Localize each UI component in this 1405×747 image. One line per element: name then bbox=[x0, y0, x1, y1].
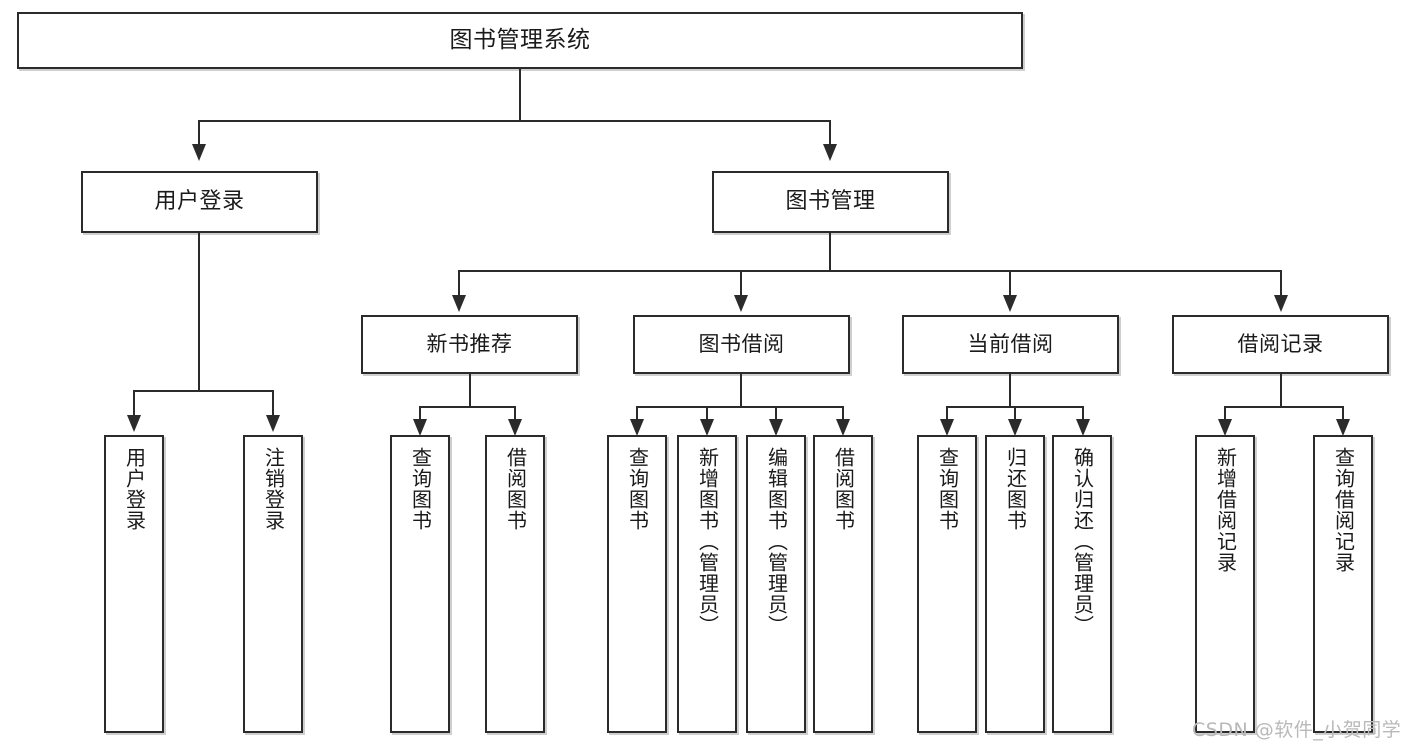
node-leaf-query-book-3-label: 查询图书 bbox=[935, 447, 960, 531]
connector-drop-leaf-logout-login bbox=[272, 390, 274, 417]
connector-drop-add-record bbox=[1224, 406, 1226, 422]
node-book-management-label: 图书管理 bbox=[785, 188, 876, 214]
arrowhead-query-book-1 bbox=[413, 419, 427, 436]
arrowhead-new-book-recommend bbox=[452, 295, 466, 312]
connector-drop-query-book-1 bbox=[419, 406, 421, 422]
arrowhead-query-record bbox=[1336, 419, 1350, 436]
arrowhead-book-management bbox=[823, 144, 837, 161]
arrowhead-query-book-2 bbox=[630, 419, 644, 436]
node-leaf-query-book-3[interactable]: 查询图书 bbox=[917, 435, 977, 733]
node-new-book-recommend[interactable]: 新书推荐 bbox=[361, 315, 578, 374]
node-leaf-query-book-1[interactable]: 查询图书 bbox=[390, 435, 450, 733]
connector-drop-leaf-user-login bbox=[133, 390, 135, 417]
node-leaf-return-book-label: 归还图书 bbox=[1003, 447, 1028, 531]
node-leaf-add-record[interactable]: 新增借阅记录 bbox=[1195, 435, 1255, 733]
node-leaf-borrow-book-2-label: 借阅图书 bbox=[831, 447, 856, 531]
connector-drop-return-book bbox=[1014, 406, 1016, 422]
connector-book-borrow-stem bbox=[740, 374, 742, 407]
arrowhead-add-book bbox=[700, 419, 714, 436]
connector-current-borrow-stem bbox=[1009, 374, 1011, 407]
connector-level2-bus bbox=[199, 120, 831, 122]
connector-root-stem bbox=[519, 69, 521, 121]
node-book-management[interactable]: 图书管理 bbox=[712, 171, 949, 233]
arrowhead-user-login bbox=[192, 144, 206, 161]
node-leaf-confirm-return[interactable]: 确认归还（管理员） bbox=[1052, 435, 1112, 733]
arrowhead-leaf-user-login bbox=[127, 415, 141, 432]
arrowhead-confirm-return bbox=[1076, 419, 1090, 436]
node-leaf-query-record-label: 查询借阅记录 bbox=[1331, 447, 1356, 573]
csdn-watermark: CSDN @软件_小贺同学 bbox=[1192, 719, 1402, 741]
arrowhead-return-book bbox=[1008, 419, 1022, 436]
node-leaf-edit-book[interactable]: 编辑图书（管理员） bbox=[746, 435, 806, 733]
node-leaf-query-book-2-label: 查询图书 bbox=[625, 447, 650, 531]
node-leaf-return-book[interactable]: 归还图书 bbox=[985, 435, 1045, 733]
node-leaf-confirm-return-label: 确认归还（管理员） bbox=[1070, 447, 1095, 636]
node-book-borrow-label: 图书借阅 bbox=[698, 331, 785, 356]
node-leaf-logout-login-label: 注销登录 bbox=[261, 447, 286, 531]
node-root-system[interactable]: 图书管理系统 bbox=[17, 12, 1023, 69]
node-leaf-user-login[interactable]: 用户登录 bbox=[104, 435, 164, 733]
node-leaf-logout-login[interactable]: 注销登录 bbox=[243, 435, 303, 733]
node-leaf-query-book-1-label: 查询图书 bbox=[408, 447, 433, 531]
node-book-borrow[interactable]: 图书借阅 bbox=[633, 315, 850, 374]
connector-user-login-bus bbox=[133, 390, 273, 392]
node-borrow-record[interactable]: 借阅记录 bbox=[1172, 315, 1389, 374]
node-leaf-user-login-label: 用户登录 bbox=[122, 447, 147, 531]
connector-level3-bus bbox=[458, 270, 1282, 272]
connector-drop-borrow-record bbox=[1280, 270, 1282, 297]
connector-drop-query-record bbox=[1342, 406, 1344, 422]
node-user-login[interactable]: 用户登录 bbox=[81, 171, 318, 233]
connector-book-borrow-bus bbox=[636, 406, 844, 408]
connector-user-login-stem bbox=[198, 233, 200, 391]
connector-borrow-record-bus bbox=[1224, 406, 1343, 408]
node-leaf-borrow-book-2[interactable]: 借阅图书 bbox=[813, 435, 873, 733]
connector-drop-query-book-3 bbox=[946, 406, 948, 422]
node-new-book-recommend-label: 新书推荐 bbox=[426, 331, 513, 356]
arrowhead-book-borrow bbox=[734, 295, 748, 312]
node-leaf-add-book[interactable]: 新增图书（管理员） bbox=[677, 435, 737, 733]
connector-new-book-recommend-stem bbox=[469, 374, 471, 407]
node-leaf-edit-book-label: 编辑图书（管理员） bbox=[764, 447, 789, 636]
connector-book-management-stem bbox=[829, 233, 831, 271]
node-user-login-label: 用户登录 bbox=[154, 188, 245, 214]
arrowhead-edit-book bbox=[769, 419, 783, 436]
connector-drop-confirm-return bbox=[1082, 406, 1084, 422]
connector-drop-add-book bbox=[706, 406, 708, 422]
arrowhead-leaf-logout-login bbox=[266, 415, 280, 432]
arrowhead-current-borrow bbox=[1003, 295, 1017, 312]
connector-borrow-record-stem bbox=[1280, 374, 1282, 407]
arrowhead-borrow-book-2 bbox=[836, 419, 850, 436]
connector-drop-edit-book bbox=[775, 406, 777, 422]
arrowhead-borrow-book-1 bbox=[508, 419, 522, 436]
node-current-borrow-label: 当前借阅 bbox=[967, 331, 1054, 356]
node-leaf-add-record-label: 新增借阅记录 bbox=[1213, 447, 1238, 573]
connector-drop-borrow-book-1 bbox=[514, 406, 516, 422]
node-leaf-query-record[interactable]: 查询借阅记录 bbox=[1313, 435, 1373, 733]
connector-drop-query-book-2 bbox=[636, 406, 638, 422]
arrowhead-borrow-record bbox=[1274, 295, 1288, 312]
node-leaf-add-book-label: 新增图书（管理员） bbox=[695, 447, 720, 636]
connector-drop-book-borrow bbox=[740, 270, 742, 297]
connector-drop-user-login bbox=[198, 120, 200, 146]
node-leaf-query-book-2[interactable]: 查询图书 bbox=[607, 435, 667, 733]
node-borrow-record-label: 借阅记录 bbox=[1237, 331, 1324, 356]
node-current-borrow[interactable]: 当前借阅 bbox=[902, 315, 1119, 374]
connector-drop-book-management bbox=[829, 120, 831, 146]
connector-drop-borrow-book-2 bbox=[842, 406, 844, 422]
node-leaf-borrow-book-1[interactable]: 借阅图书 bbox=[485, 435, 545, 733]
node-root-system-label: 图书管理系统 bbox=[449, 26, 591, 53]
node-leaf-borrow-book-1-label: 借阅图书 bbox=[503, 447, 528, 531]
arrowhead-add-record bbox=[1218, 419, 1232, 436]
connector-new-book-recommend-bus bbox=[419, 406, 515, 408]
connector-drop-new-book-recommend bbox=[458, 270, 460, 297]
arrowhead-query-book-3 bbox=[940, 419, 954, 436]
connector-drop-current-borrow bbox=[1009, 270, 1011, 297]
